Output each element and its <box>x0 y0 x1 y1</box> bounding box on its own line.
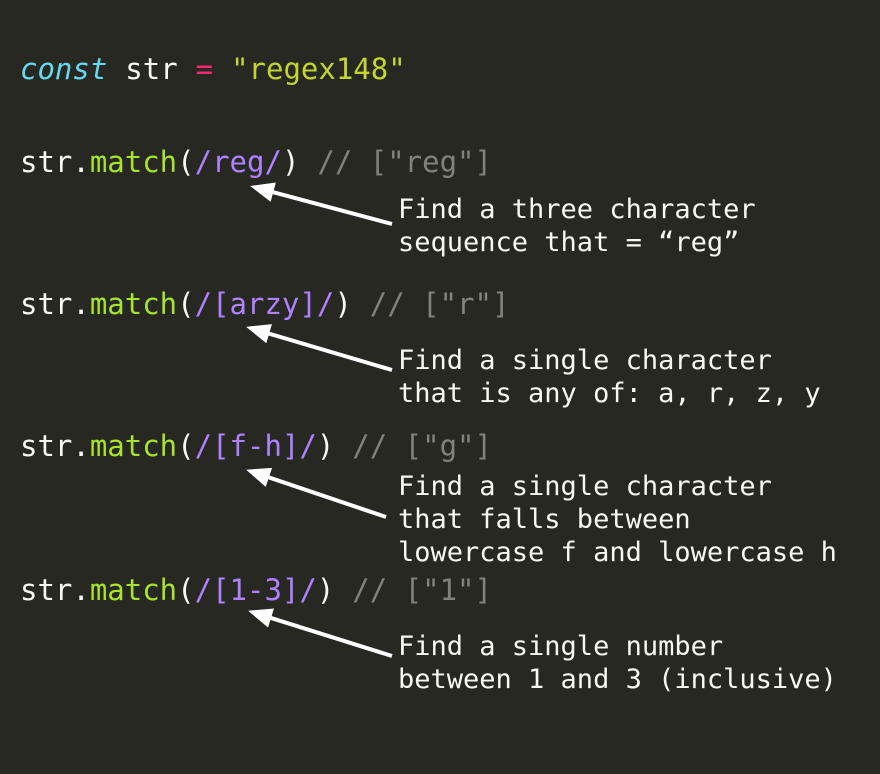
method-name: match <box>89 145 178 179</box>
annotation-line: Find a single character <box>398 345 772 376</box>
object-ref: str. <box>20 429 90 463</box>
method-name: match <box>89 429 178 463</box>
open-paren: ( <box>177 429 195 463</box>
regex-pattern: /[arzy]/ <box>194 287 335 321</box>
object-ref: str. <box>20 287 90 321</box>
code-line-example-3: str.match(/[f-h]/) // ["g"] <box>20 429 492 463</box>
assignment-operator: = <box>195 52 214 86</box>
arrow-icon-2 <box>246 324 393 372</box>
object-ref: str. <box>20 573 90 607</box>
regex-pattern: /[f-h]/ <box>194 429 317 463</box>
annotation-line: between 1 and 3 (inclusive) <box>398 664 837 695</box>
code-comment: // ["g"] <box>352 429 492 463</box>
code-line-declaration: const str = "regex148" <box>20 52 406 86</box>
annotation-line: Find a single number <box>398 631 724 662</box>
code-comment: // ["r"] <box>369 287 510 321</box>
annotation-line: sequence that = “reg” <box>398 227 740 258</box>
regex-pattern: /[1-3]/ <box>194 573 317 607</box>
code-line-example-1: str.match(/reg/) // ["reg"] <box>20 145 492 179</box>
annotation-line: lowercase f and lowercase h <box>398 537 837 568</box>
annotation-line: that is any of: a, r, z, y <box>398 378 821 409</box>
close-paren: ) <box>334 287 352 321</box>
close-paren: ) <box>316 573 335 607</box>
annotation-line: Find a three character <box>398 194 756 225</box>
arrow-icon-3 <box>246 467 387 519</box>
close-paren: ) <box>281 145 300 179</box>
annotation-line: Find a single character <box>398 471 772 502</box>
regex-pattern: /reg/ <box>194 145 282 179</box>
arrow-icon-4 <box>248 608 393 658</box>
code-line-example-4: str.match(/[1-3]/) // ["1"] <box>20 573 492 607</box>
code-line-example-2: str.match(/[arzy]/) // ["r"] <box>20 287 509 321</box>
method-name: match <box>89 573 178 607</box>
string-literal: "regex148" <box>231 52 406 86</box>
open-paren: ( <box>177 287 195 321</box>
code-comment: // ["1"] <box>352 573 492 607</box>
annotation-line: that falls between <box>398 504 691 535</box>
close-paren: ) <box>316 429 335 463</box>
arrow-icon-1 <box>250 182 393 226</box>
code-comment: // ["reg"] <box>317 145 492 179</box>
method-name: match <box>89 287 178 321</box>
keyword-const: const <box>20 52 108 86</box>
open-paren: ( <box>177 573 195 607</box>
object-ref: str. <box>20 145 90 179</box>
open-paren: ( <box>177 145 195 179</box>
variable-name: str <box>125 52 178 86</box>
